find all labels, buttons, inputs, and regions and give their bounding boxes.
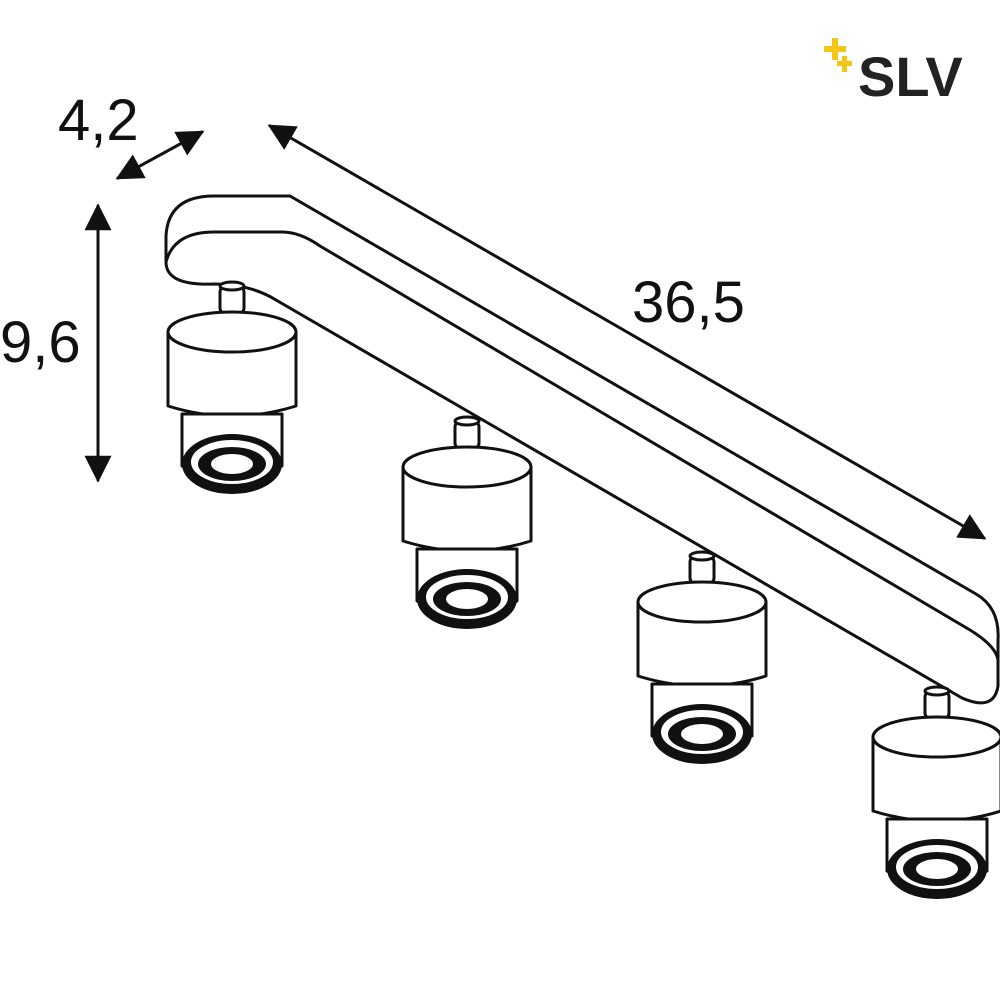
length-dimension: 36,5 [267,124,987,540]
ceiling-base-plate [164,194,1000,705]
depth-label: 4,2 [58,88,139,153]
spotlight [166,280,298,494]
spotlight [636,550,768,764]
logo-text: SLV [858,45,963,108]
spotlights-group [166,280,1000,899]
lens-center [444,587,490,611]
lens-center [679,722,725,746]
depth-dimension: 4,2 [58,88,205,180]
height-dimension: 9,6 [0,203,112,483]
length-arrow [267,124,987,540]
height-label: 9,6 [0,310,81,375]
lens-center [914,857,960,881]
lens-center [209,452,255,476]
plus-sparkle-icon [824,38,852,72]
spotlight [871,685,1000,899]
length-label: 36,5 [632,270,745,335]
depth-arrow [115,130,205,180]
spotlight [401,415,533,629]
slv-logo: SLV [824,38,963,108]
